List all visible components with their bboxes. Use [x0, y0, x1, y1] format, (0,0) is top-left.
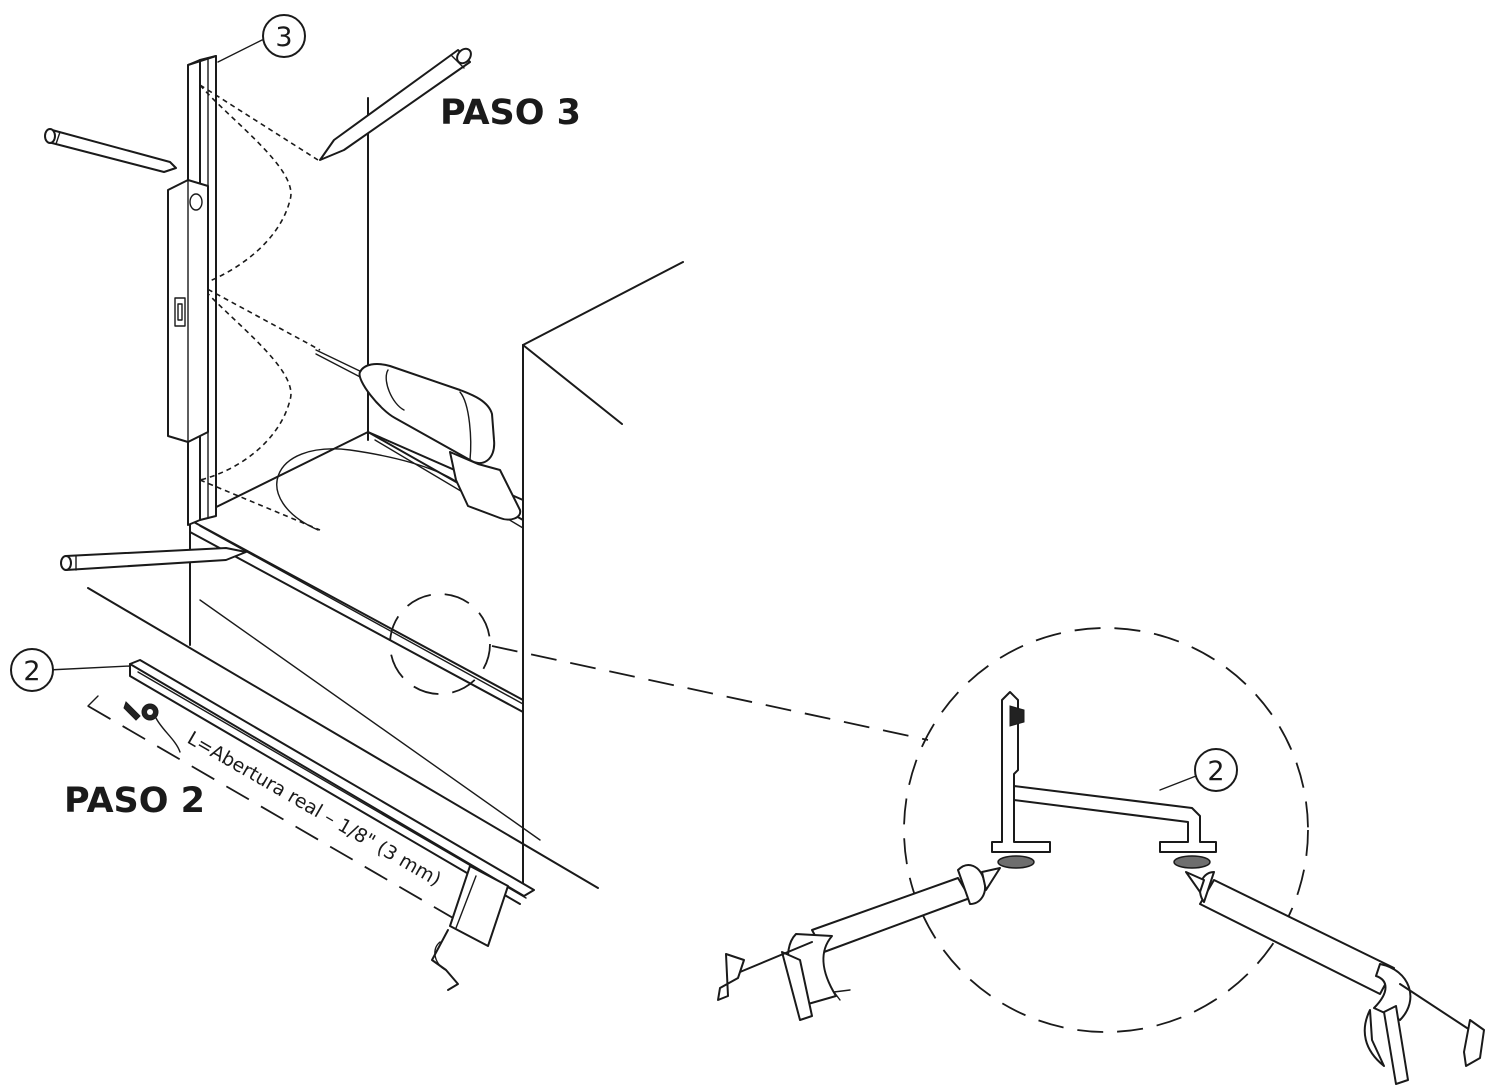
detail-circle: [903, 627, 1309, 1033]
pencil-top-right: [319, 47, 472, 161]
callout-2: 2: [10, 648, 54, 692]
callout-2-detail-number: 2: [1207, 756, 1224, 787]
step-3-title: PASO 3: [440, 93, 581, 133]
hacksaw: [431, 865, 509, 991]
callout-3: 3: [262, 14, 306, 58]
bottom-track-part-2: [129, 659, 535, 905]
spirit-level: [167, 179, 209, 443]
callout-2-detail: 2: [1194, 748, 1238, 792]
callout-2-number: 2: [23, 656, 40, 687]
dimension-label: L=Abertura real – 1/8" (3 mm): [184, 727, 445, 891]
caulk-gun-right: [1185, 871, 1485, 1085]
callout-leaders: [47, 39, 263, 671]
drill-guide-lines: [199, 84, 321, 531]
pencil-bottom: [60, 547, 247, 571]
callout-3-number: 3: [275, 22, 292, 53]
step-2-title: PASO 2: [64, 781, 205, 821]
track-profile-detail: [991, 691, 1217, 869]
tape-measure: [123, 701, 181, 753]
zoom-source-circle: [389, 593, 929, 741]
caulk-gun-left: [717, 864, 1001, 1021]
pencil-top-left: [44, 128, 177, 173]
power-drill: [315, 349, 522, 521]
